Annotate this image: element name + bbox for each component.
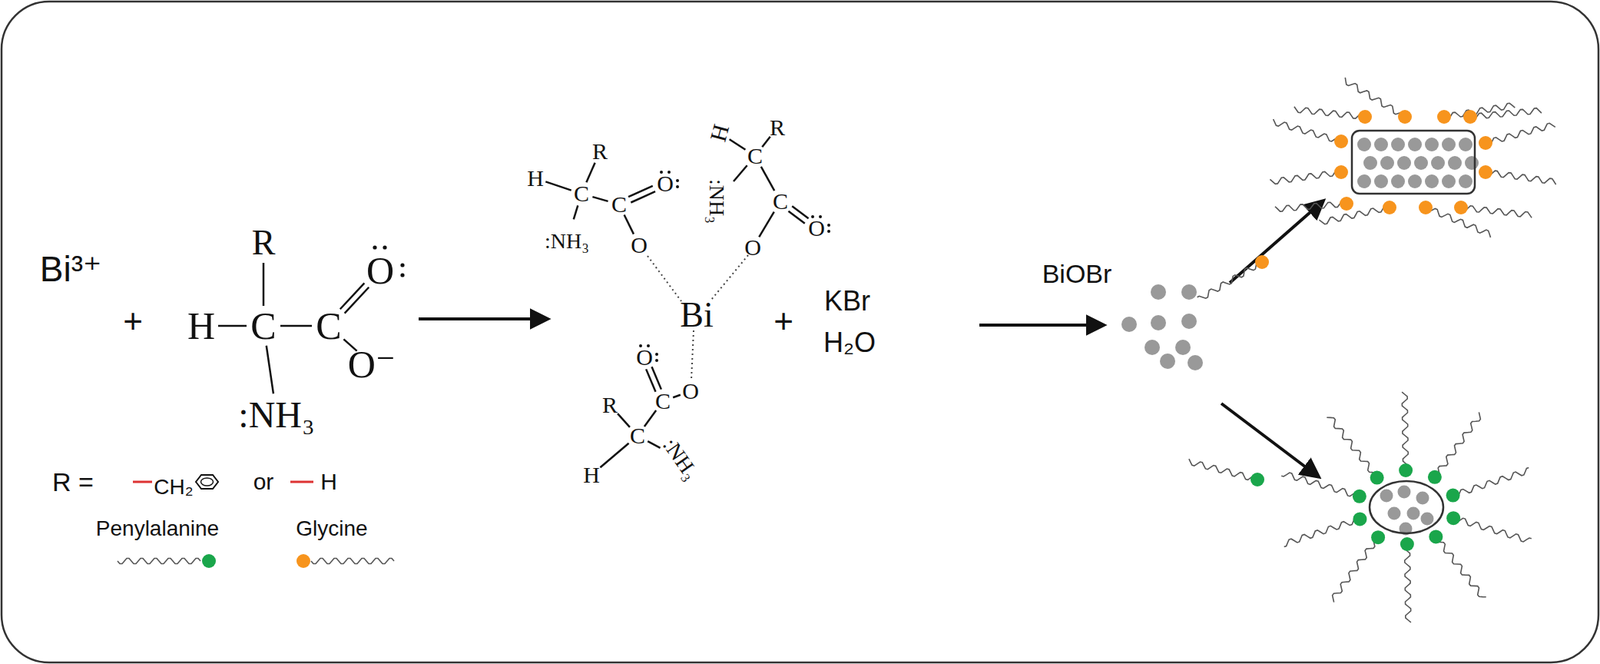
chem-label: :NH₃ [238,396,315,434]
chem-label: KBr [824,287,871,315]
chem-label: C [772,189,789,213]
chem-label: Bi [679,297,713,333]
chem-label: O [744,235,762,259]
legend-swatch [202,553,216,568]
chem-label: O⁻ [347,344,397,384]
biobr-particles [1121,137,1479,536]
chem-label: R [769,115,786,140]
chem-label: + [773,304,794,338]
chem-label: O [366,251,395,290]
chem-label: CH₂ [153,476,193,498]
chem-label: C [747,144,763,168]
chem-label: :NH₃ [544,230,590,252]
chem-label: R [592,139,608,163]
chem-label: C [655,389,671,413]
legend-swatch [296,553,311,568]
legend-text: Glycine [295,517,368,540]
chem-label: :NH₃ [705,178,728,224]
chem-label: H [583,463,600,487]
chem-label: :NH₃ [659,433,703,484]
chem-label: or [253,470,275,494]
chem-label: O [636,345,653,369]
lone-pairs [372,170,831,362]
chem-label: O [656,172,674,196]
chem-label: O [630,233,648,257]
chem-label: BiOBr [1042,260,1113,287]
chem-label: O [808,216,825,240]
chem-label: C [573,182,590,206]
chem-label: C [611,192,627,216]
chem-label: Bi³⁺ [39,251,103,287]
chem-label: O [682,379,699,403]
chem-label: C [250,306,276,345]
chem-label: H₂O [823,328,876,357]
phenylalanine-capped-nanoparticle [1369,480,1444,534]
chem-label: H [526,166,544,190]
chem-label: H [320,470,338,494]
chem-label: C [629,424,646,448]
chem-label: + [122,304,143,338]
ligand-chains [117,77,1557,623]
coordination-bonds [647,255,749,380]
bonds [218,136,809,468]
chem-label: H [187,306,216,345]
chem-label: C [315,306,342,345]
chem-label: R = [52,468,94,495]
chem-label: R [251,225,276,261]
reaction-arrows [418,201,1323,477]
legend-text: Penylalanine [96,517,219,540]
capping-heads [202,109,1493,568]
chem-label: H [706,122,734,145]
chem-label: R [602,393,618,417]
glycine-capped-nanoplate [1351,130,1475,194]
